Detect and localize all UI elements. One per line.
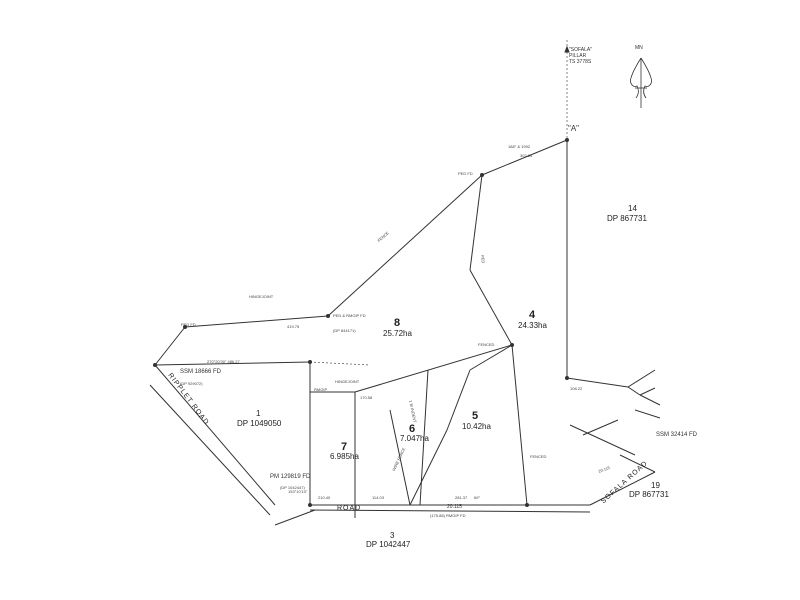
- lot-8-number: 8: [394, 317, 401, 329]
- dist-bottom4-label: 20.115: [447, 504, 462, 510]
- dist-top2-label: 188° & 1992: [508, 144, 531, 149]
- fd-ref1-label: (DP 844171): [333, 328, 356, 333]
- boundary-line: [154, 361, 311, 366]
- lot-14-dp: DP 867731: [607, 214, 647, 223]
- survey-mark: [480, 173, 484, 177]
- pillar-icon: [564, 45, 570, 53]
- lot-7-area: 6.985ha: [330, 452, 359, 461]
- hinge-joint-label: HINGEJOINT: [249, 294, 274, 299]
- rmgip-ref-label: (175.88) RMGIP FD: [430, 513, 466, 518]
- ped-fd-top: PED FD: [458, 171, 473, 176]
- fd-ref3-label: (DP 929072): [180, 381, 203, 386]
- lot-8-area: 25.72ha: [383, 329, 412, 338]
- survey-mark: [565, 376, 569, 380]
- lot-6-number: 6: [409, 423, 416, 435]
- ped-label: PED: [480, 254, 486, 264]
- dist-top-label: 302.84: [520, 153, 533, 158]
- lot-line: [446, 369, 471, 431]
- pillar-ts: TS 3778S: [569, 59, 592, 65]
- lot-line: [469, 344, 513, 371]
- road-line: [619, 454, 656, 473]
- road-bottom-label: ROAD: [337, 505, 362, 512]
- boundary-line: [354, 344, 513, 393]
- lot-3-number: 3: [390, 531, 395, 540]
- dist-bottom-label: 210.40: [318, 495, 331, 500]
- lot-6-area: 7.047ha: [400, 434, 429, 443]
- road-line: [639, 387, 656, 396]
- boundary-line: [469, 174, 483, 271]
- survey-mark: [510, 343, 514, 347]
- road-line: [149, 384, 271, 516]
- survey-mark: [183, 325, 187, 329]
- lot-19-number: 19: [651, 481, 660, 490]
- point-a-label: "A": [568, 124, 580, 133]
- ssm-right-label: SSM 32414 FD: [656, 432, 698, 438]
- boundary-line: [184, 315, 329, 328]
- lot-4-area: 24.33ha: [518, 321, 547, 330]
- dist-left-label: 419.75: [287, 324, 300, 329]
- lot-5-number: 5: [472, 410, 479, 422]
- lot-1-dp: DP 1049050: [237, 419, 282, 428]
- road-line: [627, 369, 656, 388]
- lot-19-dp: DP 867731: [629, 490, 669, 499]
- dist-bottom2-label: 114.03: [372, 495, 384, 500]
- road-line: [309, 509, 591, 513]
- north-arrow-icon: [630, 57, 652, 108]
- boundary-line: [481, 139, 568, 176]
- boundary-line: [327, 174, 483, 317]
- boundary-line: [566, 377, 629, 388]
- boundary-line: [511, 344, 528, 506]
- road-bearing-label: 153°10'10": [288, 489, 308, 494]
- boundary-line: [627, 386, 641, 396]
- road-line: [154, 364, 276, 506]
- ssm-left-label: SSM 18666 FD: [180, 369, 222, 375]
- road-line: [274, 509, 316, 526]
- survey-mark: [565, 138, 569, 142]
- rmgip-label: RMGIP: [314, 387, 328, 392]
- road-line: [639, 394, 661, 406]
- lot-7-number: 7: [341, 441, 348, 453]
- lot-5-area: 10.42ha: [462, 422, 491, 431]
- north-label: MN: [635, 45, 643, 51]
- lot-1-number: 1: [256, 409, 261, 418]
- dist-bottom5-label: 69°: [474, 495, 481, 500]
- lot-line: [389, 409, 411, 506]
- lot-4-number: 4: [529, 309, 536, 321]
- lot-3-dp: DP 1042447: [366, 540, 411, 549]
- dist-bottom3-label: 281.37: [455, 495, 468, 500]
- road-line: [569, 424, 636, 456]
- road-line: [634, 409, 661, 419]
- fd-ref2-label: (DP 1042447): [280, 485, 305, 490]
- ped-rmgip-fd: PED & RMGIP FD: [333, 313, 366, 318]
- boundary-line: [154, 326, 186, 366]
- hinge-joint-2-label: HINGEJOINT: [335, 379, 360, 384]
- fenced-2-label: FENCED: [530, 454, 547, 459]
- survey-mark: [308, 360, 312, 364]
- lot-line: [409, 429, 448, 506]
- pm-bottom-label: PM 129819 FD: [270, 474, 311, 480]
- boundary-line: [469, 269, 513, 346]
- ped-fd-left: PED FD: [181, 322, 196, 327]
- dashed-line: [309, 361, 371, 366]
- dist-mid-label: 170.58: [360, 395, 373, 400]
- survey-mark: [326, 314, 330, 318]
- survey-mark: [308, 503, 312, 507]
- survey-mark: [153, 363, 157, 367]
- road-line: [589, 471, 656, 506]
- road-line: [582, 419, 619, 436]
- pillar-name: "SOFALA": [569, 47, 593, 53]
- fenced-label: FENCED: [478, 342, 495, 347]
- lot-14-number: 14: [628, 204, 637, 213]
- dist-right-label: 108.22: [570, 386, 583, 391]
- survey-mark: [525, 503, 529, 507]
- bearing-left-label: 270°20'30" 486.27: [207, 359, 240, 364]
- pillar-sub: PILLAR: [569, 53, 587, 59]
